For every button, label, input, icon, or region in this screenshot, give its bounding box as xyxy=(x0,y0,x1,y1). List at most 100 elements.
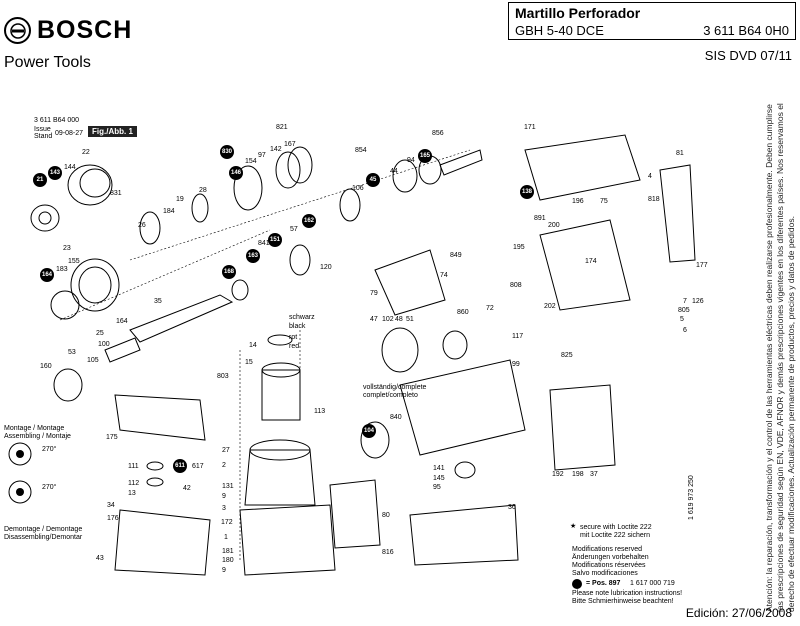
issue-date: 09-08-27 xyxy=(55,130,84,137)
loctite-note-de: mit Loctite 222 sichern xyxy=(580,532,651,539)
part-label: 196 xyxy=(572,198,584,205)
part-label: 181 xyxy=(222,548,234,555)
part-label: 81 xyxy=(676,150,684,157)
part-label: 106 xyxy=(352,185,364,192)
part-label: 167 xyxy=(284,141,296,148)
part-label: 25 xyxy=(96,330,104,337)
assembling-label-1: Montage / Montage xyxy=(4,425,65,432)
part-label: 821 xyxy=(276,124,288,131)
part-label: 4 xyxy=(648,173,652,180)
badge-162: 162 xyxy=(302,214,316,228)
drawing-code: 3 611 B64 000 xyxy=(34,117,80,124)
part-label: 825 xyxy=(561,352,573,359)
brand-name: BOSCH xyxy=(37,16,133,44)
wire-label-red: red xyxy=(289,343,300,350)
part-label: 113 xyxy=(314,408,326,415)
part-label: 805 xyxy=(678,307,690,314)
pos-code: 1 617 000 719 xyxy=(630,580,675,587)
part-label: 2 xyxy=(222,462,226,469)
rotation-degree: 270° xyxy=(42,484,57,491)
pos-label: = Pos. 897 xyxy=(586,580,621,587)
part-label: 53 xyxy=(68,349,76,356)
part-label: 47 xyxy=(370,316,378,323)
part-label: 102 xyxy=(382,316,394,323)
complete-label-fr: complet/completo xyxy=(363,392,418,399)
wire-label-black: black xyxy=(289,323,306,330)
part-label: 175 xyxy=(106,434,118,441)
part-label: 100 xyxy=(98,341,110,348)
part-label: 13 xyxy=(128,490,136,497)
part-label: 141 xyxy=(433,465,445,472)
part-label: 23 xyxy=(63,245,71,252)
disassembling-label-2: Disassembling/Demontar xyxy=(4,534,83,541)
part-label: 145 xyxy=(433,475,445,482)
part-label: 818 xyxy=(648,196,660,203)
part-label: 177 xyxy=(696,262,708,269)
badge-830: 830 xyxy=(220,145,234,159)
badge-611: 611 xyxy=(173,459,187,473)
lubrication-note-de: Bitte Schmierhinweise beachten! xyxy=(572,598,674,605)
part-label: 154 xyxy=(245,158,257,165)
part-label: 9 xyxy=(222,567,226,574)
part-label: 117 xyxy=(512,333,524,340)
part-label: 841 xyxy=(258,240,270,247)
part-label: 97 xyxy=(258,152,266,159)
part-label: 34 xyxy=(107,502,115,509)
badge-146: 146 xyxy=(229,166,243,180)
part-label: 9 xyxy=(222,493,226,500)
part-label: 27 xyxy=(222,447,230,454)
part-label: 142 xyxy=(270,146,282,153)
part-label: 126 xyxy=(692,298,704,305)
badge-45: 45 xyxy=(366,173,380,187)
edition-date: Edición: 27/06/2008 xyxy=(685,606,792,620)
part-label: 80 xyxy=(382,512,390,519)
part-label: 6 xyxy=(683,327,687,334)
assembling-label-2: Assembling / Montaje xyxy=(4,433,71,440)
badge-165: 165 xyxy=(418,149,432,163)
part-label: 42 xyxy=(183,485,191,492)
part-label: 171 xyxy=(524,124,536,131)
part-label: 51 xyxy=(406,316,414,323)
rotation-degree: 270° xyxy=(42,446,57,453)
part-label: 180 xyxy=(222,557,234,564)
loctite-note-en: secure with Loctite 222 xyxy=(580,524,652,531)
exploded-view-drawing xyxy=(30,134,696,576)
part-label: 79 xyxy=(370,290,378,297)
part-label: 28 xyxy=(199,187,207,194)
part-label: 57 xyxy=(290,226,298,233)
part-label: 7 xyxy=(683,298,687,305)
stand-label: Stand xyxy=(34,133,53,140)
bosch-logo: BOSCH xyxy=(4,16,132,45)
complete-label-de: vollständig/complete xyxy=(363,384,427,391)
sis-version: SIS DVD 07/11 xyxy=(704,48,792,63)
badge-143: 143 xyxy=(48,166,62,180)
part-label: 43 xyxy=(96,555,104,562)
product-title: Martillo Perforador xyxy=(515,5,641,21)
part-label: 26 xyxy=(138,222,146,229)
assembly-step-icons xyxy=(8,442,32,504)
product-number: 3 611 B64 0H0 xyxy=(703,23,789,38)
part-label: 35 xyxy=(154,298,162,305)
part-label: 202 xyxy=(544,303,556,310)
part-label: 816 xyxy=(382,549,394,556)
legal-side-note: Atención: la reparación, transformación … xyxy=(764,103,796,612)
part-label: 195 xyxy=(513,244,525,251)
part-label: 44 xyxy=(390,168,398,175)
part-label: 198 xyxy=(572,471,584,478)
badge-163: 163 xyxy=(246,249,260,263)
part-label: 131 xyxy=(222,483,234,490)
lubrication-note-en: Please note lubrication instructions! xyxy=(572,590,683,597)
part-label: 617 xyxy=(192,463,204,470)
part-label: 849 xyxy=(450,252,462,259)
part-label: 854 xyxy=(355,147,367,154)
modifications-en: Modifications reserved xyxy=(572,546,643,553)
part-label: 75 xyxy=(600,198,608,205)
part-label: 105 xyxy=(87,357,99,364)
part-label: 831 xyxy=(110,190,122,197)
figure-tag: Fig./Abb. 1 xyxy=(88,126,137,137)
badge-151: 151 xyxy=(268,233,282,247)
part-label: 808 xyxy=(510,282,522,289)
badge-104: 104 xyxy=(362,424,376,438)
part-label: 174 xyxy=(585,258,597,265)
part-label: 14 xyxy=(249,342,257,349)
